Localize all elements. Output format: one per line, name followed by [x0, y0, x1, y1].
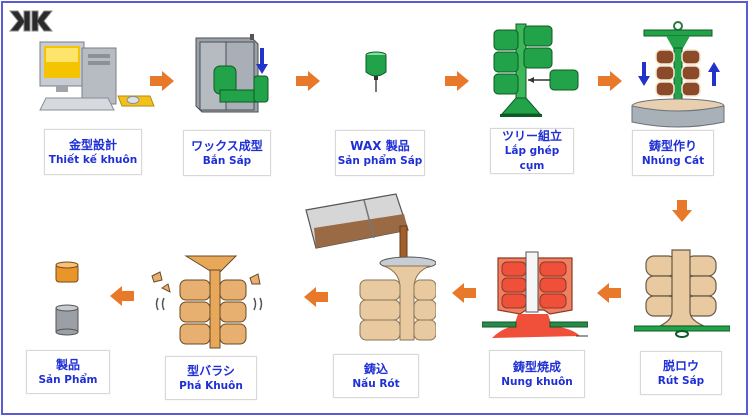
arrow-left-icon [452, 283, 476, 303]
step-label-vi: Rút Sáp [657, 374, 705, 387]
arrow-left-icon [597, 283, 621, 303]
step-label-jp: 型バラシ [187, 363, 235, 378]
step-label-jp: 脱ロウ [662, 358, 699, 373]
finished-product-icon [52, 260, 82, 336]
step-label-vi: Nấu Rót [352, 377, 400, 390]
step-mold-firing [482, 248, 588, 344]
step-label-jp: 製品 [55, 357, 80, 372]
step-label-jp: WAX 製品 [350, 138, 410, 153]
wax-injection-machine-icon [190, 30, 276, 116]
mold-breaking-icon [146, 254, 270, 350]
mold-firing-icon [482, 248, 588, 344]
kk-logo-icon [8, 8, 54, 34]
step-label-vi: Sản Phẩm [38, 373, 98, 386]
arrow-right-icon [150, 71, 174, 91]
step-label-mold-breaking: 型バラシ Phá Khuôn [165, 356, 257, 400]
arrow-left-icon [304, 287, 328, 307]
arrow-right-icon [296, 71, 320, 91]
step-label-vi: Nhúng Cát [641, 154, 705, 167]
step-wax-pattern [364, 50, 388, 94]
step-label-mold-design: 金型設計 Thiết kế khuôn [44, 129, 142, 175]
step-sand-dipping [630, 20, 726, 128]
step-label-jp: ツリー組立 [501, 129, 562, 143]
step-label-jp: 鋳型作り [648, 138, 697, 153]
step-label-jp: 金型設計 [68, 137, 117, 152]
step-label-mold-firing: 鋳型焼成 Nung khuôn [489, 350, 585, 398]
step-label-tree-assembly: ツリー組立 Lắp ghép cụm [490, 128, 574, 174]
step-label-vi: Bắn Sáp [202, 154, 252, 167]
arrow-right-icon [598, 71, 622, 91]
step-dewax [634, 248, 730, 338]
step-label-sand-dipping: 鋳型作り Nhúng Cát [632, 130, 714, 176]
step-label-vi: Sản phẩm Sáp [337, 154, 423, 167]
arrow-left-icon [110, 286, 134, 306]
arrow-right-icon [445, 71, 469, 91]
pouring-icon [300, 192, 436, 348]
dewax-icon [634, 248, 730, 338]
computer-icon [38, 40, 156, 120]
step-label-jp: 鋳型焼成 [512, 359, 561, 374]
step-label-vi: Phá Khuôn [179, 379, 243, 392]
step-label-vi: Nung khuôn [501, 375, 573, 388]
step-label-wax-pattern: WAX 製品 Sản phẩm Sáp [335, 130, 425, 176]
step-label-jp: ワックス成型 [191, 138, 263, 153]
step-label-wax-injection: ワックス成型 Bắn Sáp [183, 130, 271, 176]
step-mold-design [38, 40, 156, 120]
step-tree-assembly [488, 18, 584, 118]
step-label-pouring: 鋳込 Nấu Rót [333, 354, 419, 398]
step-wax-injection [190, 30, 276, 116]
step-label-jp: 鋳込 [363, 361, 388, 376]
step-label-vi: Thiết kế khuôn [48, 153, 138, 166]
wax-tree-icon [488, 18, 584, 118]
sand-dipping-icon [630, 20, 726, 128]
step-mold-breaking [146, 254, 270, 350]
arrow-down-icon [672, 200, 692, 222]
step-finished-product [52, 260, 82, 336]
step-label-dewax: 脱ロウ Rút Sáp [640, 351, 722, 395]
step-pouring [300, 192, 436, 348]
wax-pattern-icon [364, 50, 388, 94]
step-label-vi: Lắp ghép cụm [504, 145, 560, 172]
step-label-finished-product: 製品 Sản Phẩm [26, 350, 110, 394]
